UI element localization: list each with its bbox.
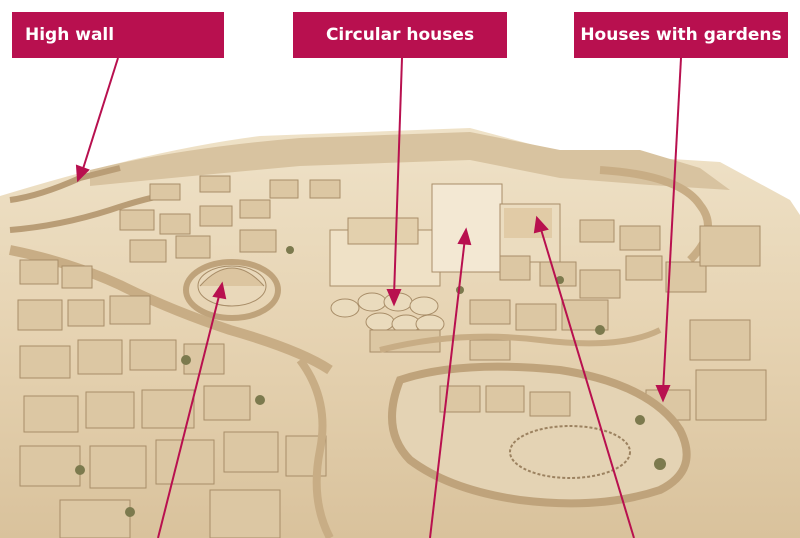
label-houses-with-gardens: Houses with gardens: [574, 12, 788, 58]
leader-lines: [75, 57, 682, 538]
circular-houses-cluster: [330, 292, 445, 353]
right-houses: [469, 219, 767, 421]
animal-pen: [509, 425, 631, 479]
leader-temple-annex: [539, 225, 635, 538]
label-high-wall: High wall: [12, 12, 224, 58]
leader-circular-houses: [393, 57, 403, 297]
leader-temple: [429, 237, 466, 538]
inner-wall: [296, 357, 334, 538]
label-circular-houses: Circular houses: [293, 12, 507, 58]
far-ridge: [90, 132, 730, 190]
central-temple: [329, 183, 561, 287]
circular-compound-wall: [183, 259, 281, 321]
leader-circular-compound: [157, 291, 221, 538]
left-houses: [17, 175, 341, 538]
outer-wall-left: [9, 245, 333, 375]
garden-enclosure-houses: [439, 385, 571, 417]
trees: [75, 246, 666, 517]
leader-houses-with-gardens: [662, 57, 682, 393]
leader-high-wall: [81, 57, 119, 173]
